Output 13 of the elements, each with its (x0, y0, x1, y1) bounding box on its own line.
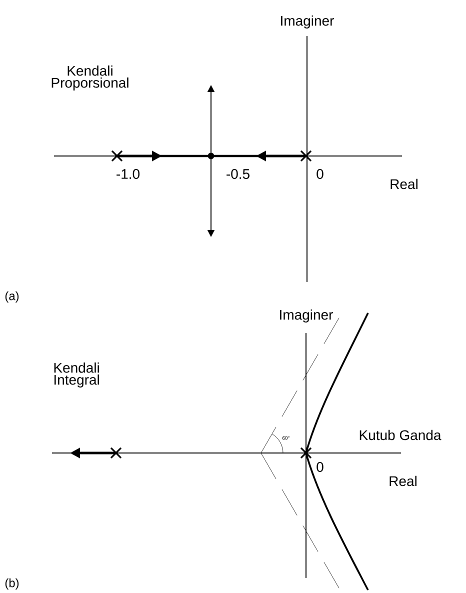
panel-label: (a) (5, 291, 19, 303)
tick-label: -1.0 (116, 169, 140, 179)
tick-label: 0 (316, 462, 324, 472)
tick-label: 0 (316, 169, 324, 179)
panel-label: (b) (5, 578, 19, 590)
axis-label: Real (390, 476, 416, 486)
axis-label: Imaginer (281, 15, 334, 28)
plot-heading: Kendali Proporsional (52, 65, 128, 90)
tick-label: -0.5 (226, 169, 250, 179)
axis-label: Imaginer (280, 309, 333, 323)
pole-label: Kutub Ganda (360, 430, 442, 440)
plot-heading: Kendali Integral (54, 362, 99, 388)
axis-label: Real (390, 178, 418, 190)
